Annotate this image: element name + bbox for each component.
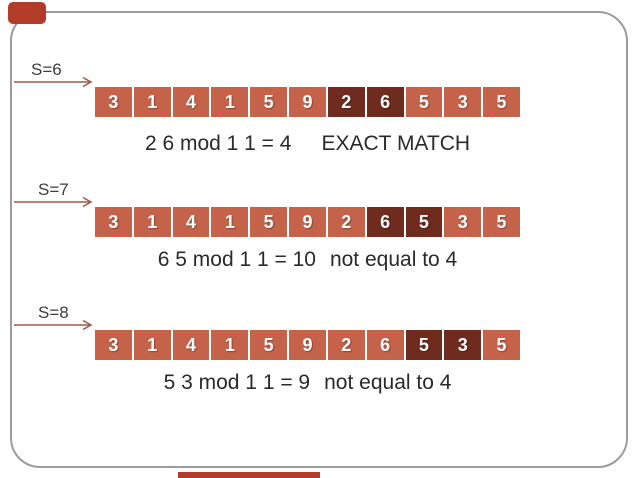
digit-cell: 6 xyxy=(366,330,404,360)
result-text: not equal to 4 xyxy=(324,371,452,394)
digit-cell: 4 xyxy=(172,330,210,360)
formula-text: 5 3 mod 1 1 = 9 xyxy=(163,371,311,394)
top-left-accent-decoration xyxy=(8,2,46,24)
digit-cell: 5 xyxy=(250,330,288,360)
formula-text: 6 5 mod 1 1 = 10 xyxy=(157,248,316,271)
digit-cell: 1 xyxy=(133,330,171,360)
digit-cell-highlighted: 2 xyxy=(327,87,365,117)
digit-cell: 3 xyxy=(95,87,132,117)
digit-cell: 5 xyxy=(250,207,288,237)
result-text: EXACT MATCH xyxy=(321,132,471,155)
digit-cell: 2 xyxy=(327,330,365,360)
digit-cell-highlighted: 5 xyxy=(405,207,443,237)
digit-cell: 5 xyxy=(250,87,288,117)
digit-cell: 9 xyxy=(289,330,326,360)
digit-cell: 3 xyxy=(95,207,132,237)
digit-cell: 5 xyxy=(483,330,520,360)
digit-cell: 3 xyxy=(444,207,482,237)
digit-cell: 5 xyxy=(483,207,520,237)
digit-cell: 5 xyxy=(405,87,443,117)
bottom-accent-bar xyxy=(178,472,320,478)
digit-cell: 4 xyxy=(172,207,210,237)
digit-cell: 1 xyxy=(211,207,249,237)
digit-cell: 4 xyxy=(172,87,210,117)
formula-line: 2 6 mod 1 1 = 4 EXACT MATCH xyxy=(95,131,520,157)
slide-border xyxy=(10,11,628,468)
shift-arrow-icon xyxy=(14,196,93,208)
digit-cell-highlighted: 6 xyxy=(366,207,404,237)
digit-cell: 5 xyxy=(483,87,520,117)
digit-cell-highlighted: 3 xyxy=(444,330,482,360)
digit-cell: 9 xyxy=(289,87,326,117)
formula-text: 2 6 mod 1 1 = 4 xyxy=(144,132,292,155)
digit-cell: 3 xyxy=(95,330,132,360)
formula-line: 6 5 mod 1 1 = 10 not equal to 4 xyxy=(95,247,520,273)
shift-arrow-icon xyxy=(14,319,93,331)
shift-label: S=6 xyxy=(31,60,62,79)
digit-cell: 1 xyxy=(133,207,171,237)
digit-cell: 3 xyxy=(444,87,482,117)
digit-cell: 1 xyxy=(133,87,171,117)
digit-cell: 1 xyxy=(211,330,249,360)
shift-label: S=8 xyxy=(38,303,69,322)
digit-cell-highlighted: 5 xyxy=(405,330,443,360)
digit-cell: 1 xyxy=(211,87,249,117)
shift-label: S=7 xyxy=(38,180,69,199)
digit-cell: 9 xyxy=(289,207,326,237)
digit-cell-highlighted: 6 xyxy=(366,87,404,117)
result-text: not equal to 4 xyxy=(329,248,458,271)
formula-line: 5 3 mod 1 1 = 9 not equal to 4 xyxy=(95,370,520,396)
digit-cell: 2 xyxy=(327,207,365,237)
shift-arrow-icon xyxy=(14,76,93,88)
